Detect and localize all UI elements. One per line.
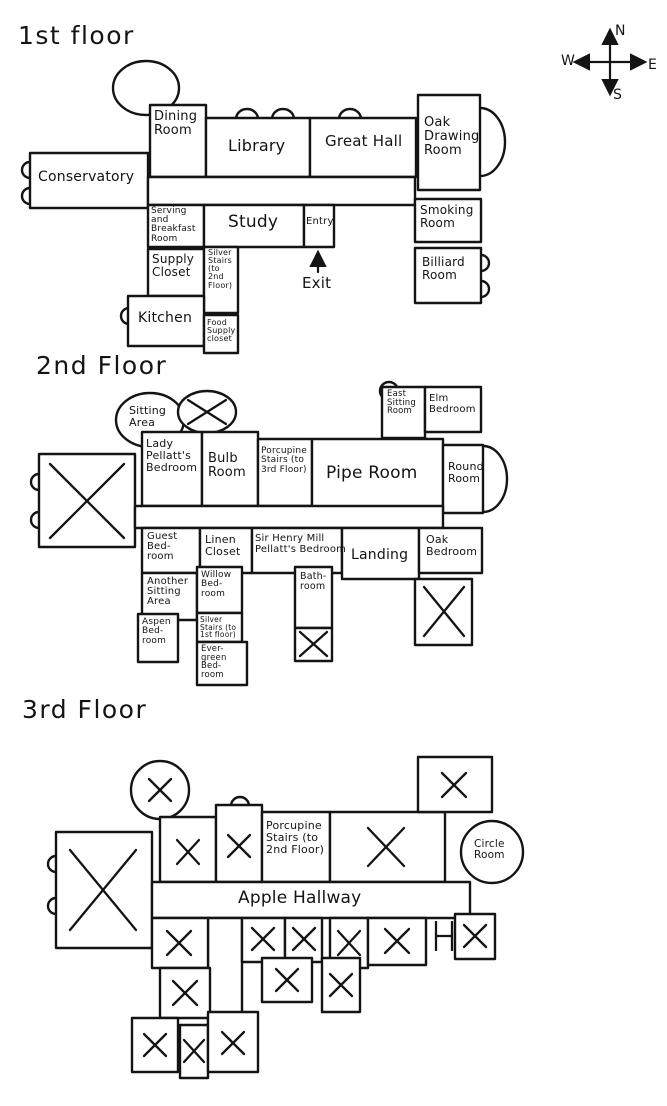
label-library: Library — [228, 136, 286, 155]
room-billiard-outline — [413, 246, 483, 305]
label-smoking-room: Smoking Room — [420, 203, 474, 230]
room-oak-bedroom-outline — [417, 526, 484, 575]
floor2-title: 2nd Floor — [36, 351, 168, 380]
label-aspen-bedroom: Aspen Bed- room — [142, 617, 171, 646]
compass-w-label: W — [561, 53, 576, 69]
label-great-hall: Great Hall — [325, 132, 403, 150]
room-food-supply-outline — [202, 313, 240, 355]
label-oak-bedroom: Oak Bedroom — [426, 533, 478, 558]
label-serving-breakfast: Serving and Breakfast Room — [151, 206, 196, 244]
label-porcupine-stairs-up: Porcupine Stairs (to 3rd Floor) — [261, 446, 308, 475]
label-pipe-room: Pipe Room — [326, 463, 418, 483]
label-billiard-room: Billiard Room — [422, 255, 465, 282]
room3-unlabeled-a-outline — [158, 815, 218, 884]
room-aspen-bedroom-outline — [136, 612, 180, 664]
label-conservatory: Conservatory — [38, 169, 135, 185]
label-linen-closet: Linen Closet — [205, 533, 241, 558]
label-food-supply-closet: Food Supply closet — [207, 318, 236, 344]
floor2-hallway-outline — [133, 504, 445, 530]
room-great-hall-outline — [308, 116, 418, 179]
room-entry-outline — [302, 203, 336, 249]
room3-porcupine-stairs-outline — [260, 810, 332, 884]
label-landing: Landing — [351, 547, 409, 563]
room-kitchen-outline — [126, 294, 206, 348]
floor1-hallway-outline — [146, 175, 417, 207]
label-entry: Entry — [306, 216, 334, 227]
compass-n-label: N — [615, 23, 626, 39]
room-silver-stairs-down-outline — [195, 611, 244, 644]
label-elm-bedroom: Elm Bedroom — [429, 393, 476, 415]
floor3-title: 3rd Floor — [22, 695, 148, 724]
room-smoking-outline — [413, 197, 483, 244]
apple-hallway-outline — [150, 880, 472, 920]
label-willow-bedroom: Willow Bed- room — [201, 570, 232, 599]
label-guest-bedroom: Guest Bed- room — [147, 531, 178, 563]
room3-unlabeled-r8-outline — [260, 956, 314, 1004]
label-circle-room: Circle Room — [474, 838, 505, 862]
compass-rose-icon — [572, 27, 648, 97]
room-lady-pellatts-outline — [140, 430, 204, 508]
room3-unlabeled-b-outline — [214, 803, 264, 884]
label-sir-henry: Sir Henry Mill Pellatt's Bedroom — [255, 533, 347, 555]
label-another-sitting: Another Sitting Area — [147, 576, 189, 608]
label-supply-closet: Supply Closet — [152, 252, 195, 279]
floor2-plan — [29, 380, 509, 687]
floor3-x-marks-icon — [68, 771, 488, 1064]
label-silver-stairs-down: Silver Stairs (to 1st floor) — [200, 615, 237, 640]
room-evergreen-bedroom-outline — [195, 640, 249, 687]
h-shaped-walls — [434, 920, 454, 952]
room-elm-bedroom-outline — [423, 385, 483, 434]
label-exit: Exit — [302, 274, 332, 292]
floor1-title: 1st floor — [18, 21, 135, 50]
room-landing-outline — [340, 526, 421, 581]
room-oak-drawing-outline — [416, 93, 482, 192]
label-apple-hallway: Apple Hallway — [238, 888, 362, 908]
label-bulb-room: Bulb Room — [208, 451, 246, 481]
label-round-room: Round Room — [448, 460, 484, 485]
label-kitchen: Kitchen — [138, 310, 193, 326]
room-silver-stairs-outline — [202, 245, 240, 315]
room-serving-breakfast-outline — [146, 203, 206, 249]
label-bathroom: Bath- room — [300, 571, 327, 592]
compass-s-label: S — [613, 87, 623, 103]
label-silver-stairs: Silver Stairs (to 2nd Floor) — [208, 248, 233, 290]
floor3-plan — [46, 755, 525, 1080]
floor2-x-marks-icon — [48, 398, 466, 658]
floor1-plan — [20, 59, 507, 355]
room-another-sitting-outline — [140, 571, 199, 622]
label-east-sitting-room: East Sitting Room — [387, 389, 416, 417]
room-study-outline — [202, 203, 306, 249]
room-willow-bedroom-outline — [195, 565, 244, 615]
room-bathroom-outline — [293, 565, 334, 630]
compass-e-label: E — [648, 57, 658, 73]
room3-circle-room-outline — [459, 819, 525, 885]
label-oak-drawing-room: Oak Drawing Room — [424, 115, 480, 159]
label-dining-room: Dining Room — [154, 109, 198, 139]
room-round-outline — [441, 443, 485, 515]
label-sitting-area: Sitting Area — [129, 404, 167, 429]
label-lady-pellatts: Lady Pellatt's Bedroom — [146, 437, 198, 474]
label-porcupine-stairs-down: Porcupine Stairs (to 2nd Floor) — [266, 819, 325, 856]
label-study: Study — [228, 212, 279, 232]
label-evergreen-bedroom: Ever- green Bed- room — [201, 644, 227, 680]
